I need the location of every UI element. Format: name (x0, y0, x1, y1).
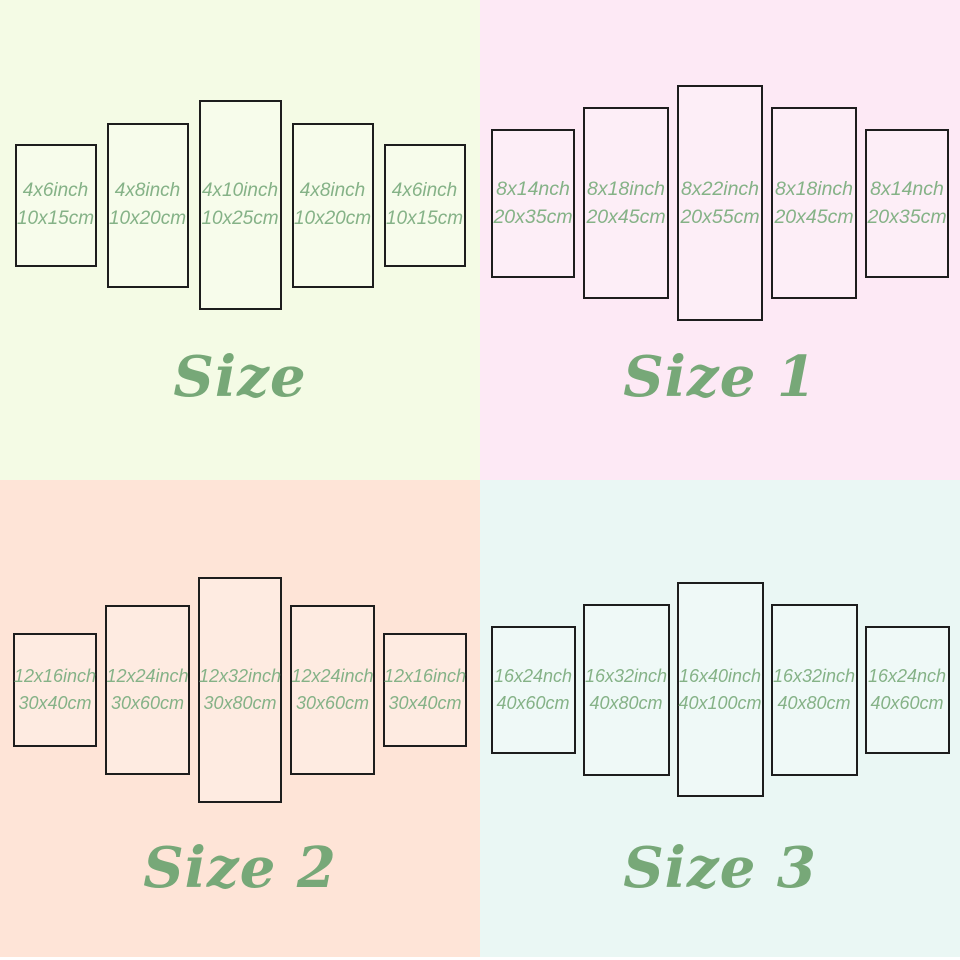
panel-size-inch: 16x40inch (678, 665, 762, 686)
canvas-panel: 4x8inch 10x20cm (291, 122, 374, 288)
panel-size-inch: 16x32inch (584, 665, 668, 686)
canvas-panel: 4x8inch 10x20cm (106, 122, 189, 288)
panel-row: 4x6inch 10x15cm 4x8inch 10x20cm 4x10inch… (0, 100, 480, 310)
bottom-white-strip (0, 957, 960, 960)
panel-size-inch: 12x32inch (198, 666, 282, 686)
canvas-panel: 12x24inch 30x60cm (290, 605, 375, 775)
panel-size-inch: 4x6inch (391, 180, 458, 202)
panel-size-cm: 10x15cm (385, 208, 464, 229)
panel-size-cm: 10x25cm (201, 208, 279, 229)
canvas-panel: 4x6inch 10x15cm (383, 143, 466, 267)
panel-size-inch: 16x32inch (772, 665, 856, 686)
panel-size-inch: 8x18inch (586, 177, 666, 200)
quadrant-size-1: 8x14nch 20x35cm 8x18inch 20x45cm 8x22inc… (480, 0, 960, 480)
panel-size-cm: 40x80cm (777, 692, 851, 713)
canvas-panel: 12x24inch 30x60cm (105, 605, 190, 775)
canvas-panel: 16x24nch 40x60cm (864, 625, 950, 754)
panel-size-inch: 8x14nch (496, 177, 570, 200)
panel-size-cm: 30x40cm (18, 693, 92, 713)
panel-size-cm: 20x45cm (774, 206, 854, 228)
panel-row: 8x14nch 20x35cm 8x18inch 20x45cm 8x22inc… (480, 85, 960, 321)
panel-size-inch: 12x16inch (13, 666, 97, 686)
panel-size-cm: 20x45cm (586, 206, 666, 228)
panel-size-cm: 40x60cm (496, 692, 570, 713)
panel-size-cm: 30x80cm (203, 693, 277, 713)
canvas-panel: 8x14nch 20x35cm (865, 128, 949, 278)
panel-size-cm: 10x20cm (108, 208, 187, 229)
canvas-panel: 12x16inch 30x40cm (383, 633, 467, 747)
panel-size-cm: 20x55cm (680, 206, 760, 228)
canvas-panel: 8x18inch 20x45cm (583, 107, 669, 299)
panel-size-inch: 8x22inch (680, 177, 760, 200)
panel-size-cm: 30x40cm (388, 693, 462, 713)
canvas-panel: 8x22inch 20x55cm (677, 85, 763, 321)
canvas-panel: 4x10inch 10x25cm (198, 100, 282, 310)
panel-row: 16x24nch 40x60cm 16x32inch 40x80cm 16x40… (480, 582, 960, 797)
size-label: Size 2 (143, 835, 337, 901)
quadrant-size-2: 12x16inch 30x40cm 12x24inch 30x60cm 12x3… (0, 480, 480, 960)
panel-size-cm: 40x60cm (870, 692, 944, 713)
panel-size-inch: 16x24nch (867, 665, 947, 686)
canvas-panel: 4x6inch 10x15cm (14, 143, 97, 267)
panel-size-inch: 12x24inch (106, 666, 189, 686)
panel-size-inch: 4x10inch (201, 180, 279, 202)
canvas-panel: 16x24nch 40x60cm (490, 625, 576, 754)
panel-size-cm: 40x80cm (589, 692, 663, 713)
panel-size-cm: 10x20cm (293, 208, 372, 229)
size-label: Size (173, 344, 307, 410)
panel-row: 12x16inch 30x40cm 12x24inch 30x60cm 12x3… (0, 577, 480, 803)
size-label: Size 1 (623, 344, 817, 410)
canvas-panel: 8x14nch 20x35cm (491, 128, 575, 278)
panel-size-inch: 12x24inch (291, 666, 374, 686)
panel-size-inch: 8x18inch (774, 177, 854, 200)
panel-size-inch: 16x24nch (493, 665, 573, 686)
panel-size-cm: 40x100cm (678, 692, 762, 713)
panel-size-cm: 10x15cm (16, 208, 95, 229)
quadrant-size: 4x6inch 10x15cm 4x8inch 10x20cm 4x10inch… (0, 0, 480, 480)
panel-size-inch: 8x14nch (870, 177, 944, 200)
panel-size-cm: 20x35cm (493, 206, 573, 228)
panel-size-cm: 30x60cm (295, 693, 370, 713)
canvas-panel: 8x18inch 20x45cm (771, 107, 857, 299)
canvas-panel: 16x32inch 40x80cm (770, 603, 858, 776)
panel-size-inch: 12x16inch (383, 666, 467, 686)
canvas-panel: 16x40inch 40x100cm (676, 582, 764, 797)
panel-size-inch: 4x8inch (114, 180, 181, 202)
canvas-panel: 12x32inch 30x80cm (198, 577, 282, 803)
panel-size-inch: 4x6inch (22, 180, 89, 202)
panel-size-inch: 4x8inch (299, 180, 366, 202)
canvas-panel: 12x16inch 30x40cm (13, 633, 97, 747)
size-label: Size 3 (623, 835, 817, 901)
panel-size-cm: 30x60cm (110, 693, 185, 713)
canvas-panel: 16x32inch 40x80cm (582, 603, 670, 776)
quadrant-size-3: 16x24nch 40x60cm 16x32inch 40x80cm 16x40… (480, 480, 960, 960)
panel-size-cm: 20x35cm (867, 206, 947, 228)
